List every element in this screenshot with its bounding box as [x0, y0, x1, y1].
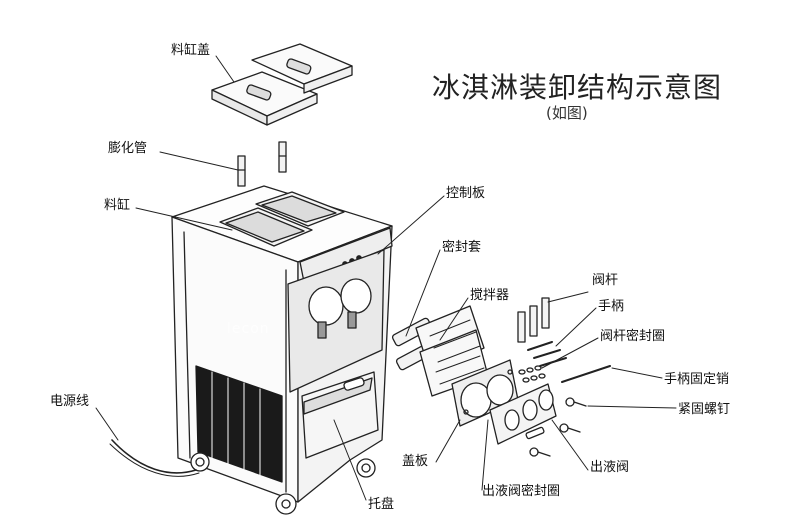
diagram-title: 冰淇淋装卸结构示意图 [432, 71, 723, 104]
handle-pin [561, 365, 611, 383]
valve-rods [517, 297, 550, 343]
hopper-lids [211, 43, 353, 126]
label-beater: 搅拌器 [470, 288, 510, 303]
label-seal-sleeve: 密封套 [442, 240, 482, 255]
label-drip-tray: 托盘 [368, 497, 395, 512]
label-cover-plate: 盖板 [402, 454, 429, 469]
diagram-subtitle: (如图) [546, 104, 588, 122]
label-hopper-lid: 料缸盖 [171, 43, 211, 58]
label-fastening-screw: 紧固螺钉 [678, 402, 731, 417]
label-outlet-valve: 出液阀 [590, 460, 630, 475]
machine-body [171, 185, 393, 515]
label-handle: 手柄 [598, 299, 625, 314]
label-handle-pin: 手柄固定销 [664, 372, 730, 387]
fastening-screws [529, 397, 587, 457]
label-expansion-tube: 膨化管 [108, 141, 148, 156]
label-control-panel: 控制板 [446, 186, 486, 201]
label-power-cord: 电源线 [50, 394, 90, 409]
expansion-tubes [237, 141, 287, 187]
leader-lines [95, 55, 677, 501]
front-cover-plate [451, 359, 519, 427]
label-outlet-valve-seal: 出液阀密封圈 [482, 484, 561, 499]
label-valve-rod: 阀杆 [592, 273, 619, 288]
label-hopper: 料缸 [104, 198, 131, 213]
outlet-valve-body [489, 383, 557, 445]
seal-rings [518, 365, 546, 383]
power-cord [111, 439, 197, 474]
watermark-logo: lecon [227, 321, 270, 337]
handles [527, 341, 567, 367]
label-valve-rod-seal: 阀杆密封圈 [600, 329, 666, 344]
